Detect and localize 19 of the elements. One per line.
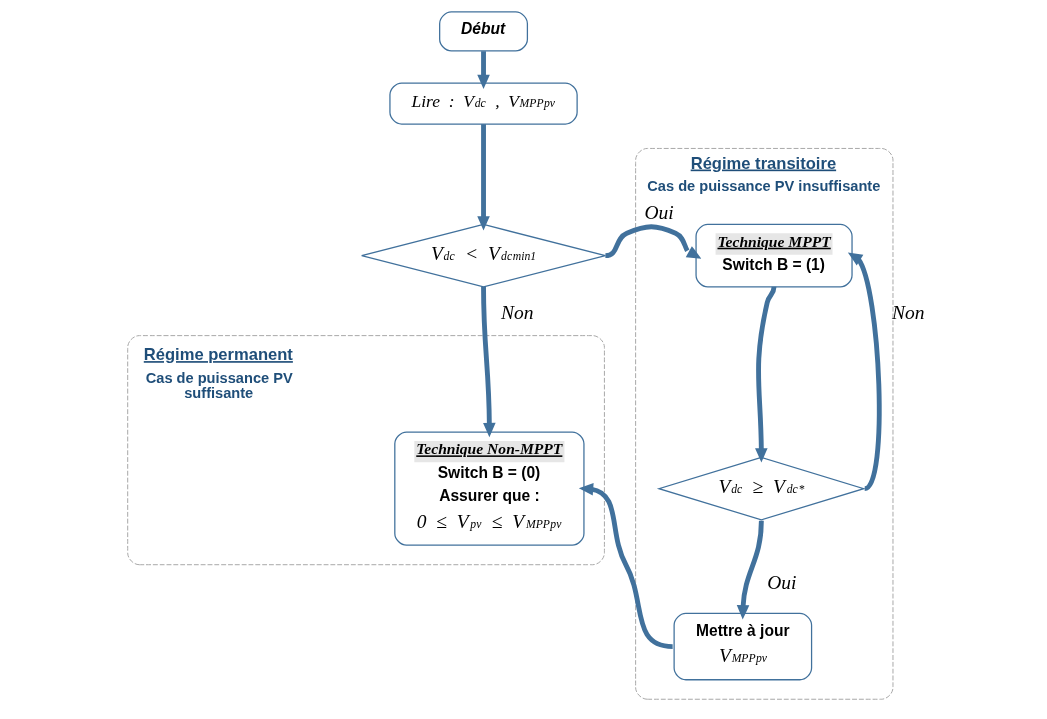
arrow xyxy=(605,224,702,259)
arrow xyxy=(578,482,673,650)
arrow xyxy=(755,286,777,463)
arrow xyxy=(847,252,882,491)
edge-label: Non xyxy=(501,302,534,324)
node-box: Mettre à jour VMPPpv xyxy=(673,612,813,681)
edge-label: Non xyxy=(892,302,925,324)
edge-label: Oui xyxy=(644,201,674,223)
arrow xyxy=(477,124,490,231)
arrow xyxy=(481,286,496,438)
node-box: Lire : Vdc , VMPPpv xyxy=(389,82,578,125)
node-diamond: Vdc ≥ Vdc* xyxy=(656,456,866,521)
node-diamond: Vdc < Vdcmin1 xyxy=(361,223,607,288)
arrow xyxy=(477,51,490,90)
edge-label: Oui xyxy=(767,572,797,594)
arrow xyxy=(736,520,764,620)
node-box: Début xyxy=(439,11,529,52)
node-box: Technique Non-MPPT Switch B = (0) Assurer que : 0 ≤ Vpv ≤ VMPPpv xyxy=(394,431,585,546)
node-box: Technique MPPT Switch B = (1) xyxy=(695,223,853,288)
